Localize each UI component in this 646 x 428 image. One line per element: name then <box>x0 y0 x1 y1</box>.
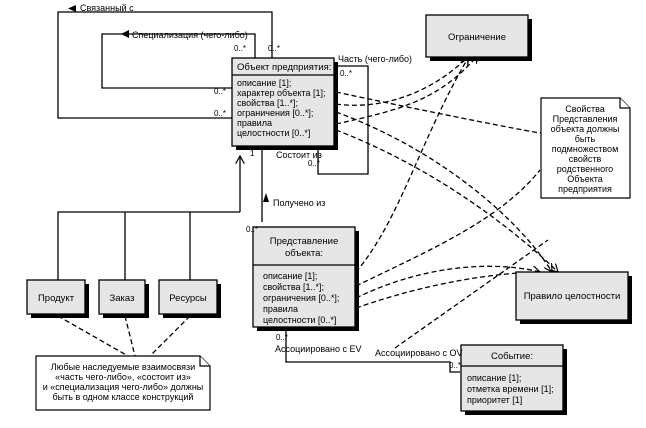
event-class[interactable]: Событие: описание [1]; отметка времени [… <box>460 344 567 415</box>
related-with-label: Связанный с <box>80 3 134 13</box>
part-of-label: Часть (чего-либо) <box>338 54 412 64</box>
object-view-attr: целостности [0..*] <box>263 315 336 325</box>
enterprise-object-attr: характер объекта [1]; <box>237 88 326 98</box>
constraint-class[interactable]: Ограничение <box>425 14 532 61</box>
ov-constraint-dep <box>355 58 468 273</box>
multiplicity-label: 0..* <box>268 44 280 53</box>
ov-rule-dep-2 <box>355 271 546 309</box>
eo-rule-dep-2 <box>335 129 558 272</box>
object-view-title: объекта: <box>285 248 323 259</box>
resources-class[interactable]: Ресурсы <box>158 279 221 318</box>
association-ev-ov-line <box>285 330 460 373</box>
properties-note-line: свойств <box>569 154 602 164</box>
multiplicity-label: 0..* <box>214 109 226 118</box>
enterprise-object-attr: целостности [0..*] <box>237 128 310 138</box>
order-class[interactable]: Заказ <box>98 279 149 318</box>
event-title: Событие: <box>491 351 533 362</box>
specialization-direction-icon <box>121 30 129 38</box>
assoc-note-dep <box>394 239 549 349</box>
dashed-dependencies <box>57 55 558 357</box>
derived-direction-icon <box>263 193 269 202</box>
resources-note-dep <box>149 315 191 357</box>
product-note-dep <box>57 315 129 357</box>
properties-note: Свойства Представления объекта должны бы… <box>540 97 631 199</box>
event-attr: отметка времени [1]; <box>467 384 554 394</box>
object-view-class[interactable]: Представление объекта: описание [1]; сво… <box>252 226 359 331</box>
solid-relationships <box>57 11 460 373</box>
integrity-rule-title: Правило целостности <box>524 291 621 302</box>
properties-note-line: Представления <box>553 114 618 124</box>
constraint-title: Ограничение <box>448 32 506 43</box>
ov-rule-dep <box>355 265 540 299</box>
assoc-ev-label: Ассоциировано с EV <box>275 344 362 354</box>
enterprise-object-attr: ограничения [0..*]; <box>237 108 313 118</box>
properties-note-line: предприятия <box>558 184 612 194</box>
multiplicity-label: 0..* <box>234 44 246 53</box>
integrity-rule-class[interactable]: Правило целостности <box>515 271 632 324</box>
enterprise-object-class[interactable]: Объект предприятия: описание [1]; характ… <box>231 57 338 150</box>
eo-constraint-dep <box>335 55 470 106</box>
composed-of-label: Состоит из <box>276 150 322 160</box>
enterprise-object-attr: описание [1]; <box>237 78 291 88</box>
multiplicity-label: 0..* <box>449 361 461 370</box>
inheritance-note: Любые наследуемые взаимосвязи «часть чег… <box>35 355 211 411</box>
multiplicity-label: 0..* <box>276 333 288 342</box>
eo-constraint-dep-2 <box>335 55 478 125</box>
enterprise-object-attr: свойства [1..*]; <box>237 98 298 108</box>
properties-note-line: подмножеством <box>552 144 619 154</box>
object-view-title: Представление <box>270 236 339 247</box>
properties-note-line: быть <box>575 134 596 144</box>
product-inheritance-line <box>57 211 240 280</box>
object-view-attr: описание [1]; <box>263 271 317 281</box>
inheritance-note-line: Любые наследуемые взаимосвязи <box>51 362 195 372</box>
inheritance-note-line: и «специализация чего-либо» должны <box>43 382 204 392</box>
product-title: Продукт <box>38 293 75 304</box>
multiplicity-label: 0..* <box>214 87 226 96</box>
multiplicity-label: 1 <box>250 149 255 158</box>
resources-title: Ресурсы <box>169 293 207 304</box>
object-view-attr: ограничения [0..*]; <box>263 293 339 303</box>
product-class[interactable]: Продукт <box>26 279 89 318</box>
properties-note-line: объекта должны <box>551 124 620 134</box>
multiplicity-label: 0..* <box>308 159 320 168</box>
order-note-dep <box>124 315 136 357</box>
specialization-line <box>101 33 256 89</box>
object-view-attr: свойства [1..*]; <box>263 282 324 292</box>
part-of-line <box>317 65 369 175</box>
inheritance-note-line: «часть чего-либо», «состоит из» <box>55 372 191 382</box>
eo-rule-dep <box>335 111 552 272</box>
multiplicity-label: 0..* <box>246 225 258 234</box>
properties-note-line: Свойства <box>565 104 605 114</box>
ov-note-dep <box>355 169 541 287</box>
object-view-attr: правила <box>263 304 298 314</box>
related-direction-icon <box>68 5 76 12</box>
event-attr: описание [1]; <box>467 373 521 383</box>
multiplicity-label: 0..* <box>340 69 352 78</box>
derived-from-label: Получено из <box>273 198 325 208</box>
properties-note-line: родственного <box>557 164 613 174</box>
order-title: Заказ <box>110 293 135 304</box>
properties-note-line: Объекта <box>567 174 603 184</box>
assoc-ov-label: Ассоциировано с OV <box>375 348 463 358</box>
event-attr: приоритет [1] <box>467 395 522 405</box>
enterprise-object-attr: правила <box>237 118 272 128</box>
specialization-label: Специализация (чего-либо) <box>132 30 248 40</box>
eo-note-dep <box>335 91 547 135</box>
enterprise-object-title: Объект предприятия: <box>237 62 331 73</box>
inheritance-note-line: быть в одном классе конструкций <box>53 392 194 402</box>
related-with-line <box>57 11 273 119</box>
